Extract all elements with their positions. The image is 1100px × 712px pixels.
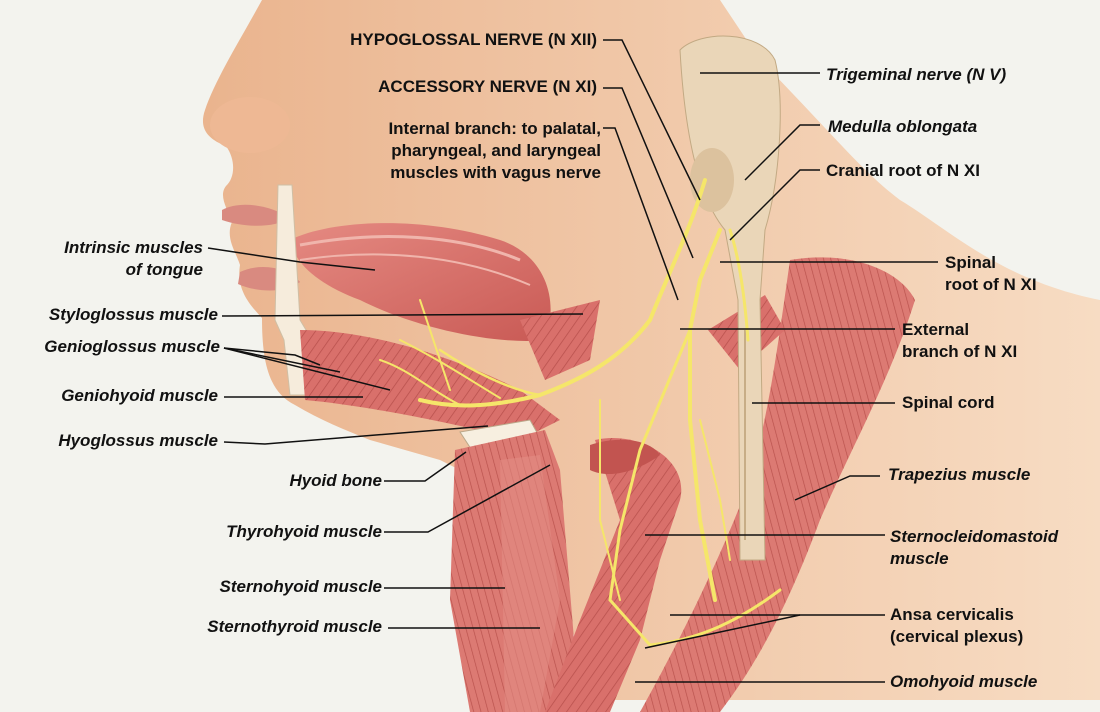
label-medulla-oblongata: Medulla oblongata	[828, 117, 978, 136]
label-sternothyroid: Sternothyroid muscle	[207, 617, 382, 636]
label-ansa-cervicalis: Ansa cervicalis (cervical plexus)	[890, 604, 1080, 648]
trapezius-shape	[640, 257, 915, 712]
label-ansa-cervicalis-line-1: Ansa cervicalis	[890, 605, 1014, 624]
nerves	[379, 178, 782, 647]
label-sternocleidomastoid-line-2: muscle	[890, 549, 949, 568]
label-spinal-root: Spinal root of N XI	[945, 252, 1085, 296]
label-internal-branch: Internal branch: to palatal, pharyngeal,…	[341, 118, 601, 184]
label-internal-branch-line-3: muscles with vagus nerve	[390, 163, 601, 182]
label-geniohyoid: Geniohyoid muscle	[61, 386, 218, 405]
label-spinal-cord: Spinal cord	[902, 393, 995, 412]
strap-muscles	[450, 430, 580, 712]
label-sternocleidomastoid: Sternocleidomastoid muscle	[890, 526, 1095, 570]
tongue	[290, 223, 551, 341]
label-intrinsic-muscles-line-1: Intrinsic muscles	[64, 238, 203, 257]
label-hypoglossal-nerve: HYPOGLOSSAL NERVE (N XII)	[350, 30, 597, 49]
brainstem	[679, 35, 781, 561]
label-genioglossus: Genioglossus muscle	[44, 337, 220, 356]
leader-lines	[207, 39, 938, 683]
label-internal-branch-line-2: pharyngeal, and laryngeal	[391, 141, 601, 160]
label-trigeminal-nerve: Trigeminal nerve (N V)	[826, 65, 1007, 84]
label-trapezius: Trapezius muscle	[888, 465, 1031, 484]
label-internal-branch-line-1: Internal branch: to palatal,	[388, 119, 601, 138]
label-sternohyoid: Sternohyoid muscle	[219, 577, 382, 596]
label-omohyoid: Omohyoid muscle	[890, 672, 1038, 691]
label-external-branch-line-2: branch of N XI	[902, 342, 1018, 361]
label-spinal-root-line-1: Spinal	[945, 253, 997, 272]
label-ansa-cervicalis-line-2: (cervical plexus)	[890, 627, 1024, 646]
label-intrinsic-muscles: Intrinsic muscles of tongue	[3, 237, 203, 281]
label-external-branch: External branch of N XI	[902, 319, 1082, 363]
label-cranial-root: Cranial root of N XI	[826, 161, 980, 180]
label-styloglossus: Styloglossus muscle	[48, 305, 218, 324]
label-hyoid-bone: Hyoid bone	[289, 471, 382, 490]
suprahyoid-muscles	[300, 300, 600, 440]
label-thyrohyoid: Thyrohyoid muscle	[226, 522, 382, 541]
label-sternocleidomastoid-line-1: Sternocleidomastoid	[890, 527, 1059, 546]
label-spinal-root-line-2: root of N XI	[945, 275, 1037, 294]
label-hyoglossus: Hyoglossus muscle	[58, 431, 218, 450]
label-external-branch-line-1: External	[902, 320, 970, 339]
label-intrinsic-muscles-line-2: of tongue	[125, 260, 203, 279]
label-accessory-nerve: ACCESSORY NERVE (N XI)	[378, 77, 597, 96]
